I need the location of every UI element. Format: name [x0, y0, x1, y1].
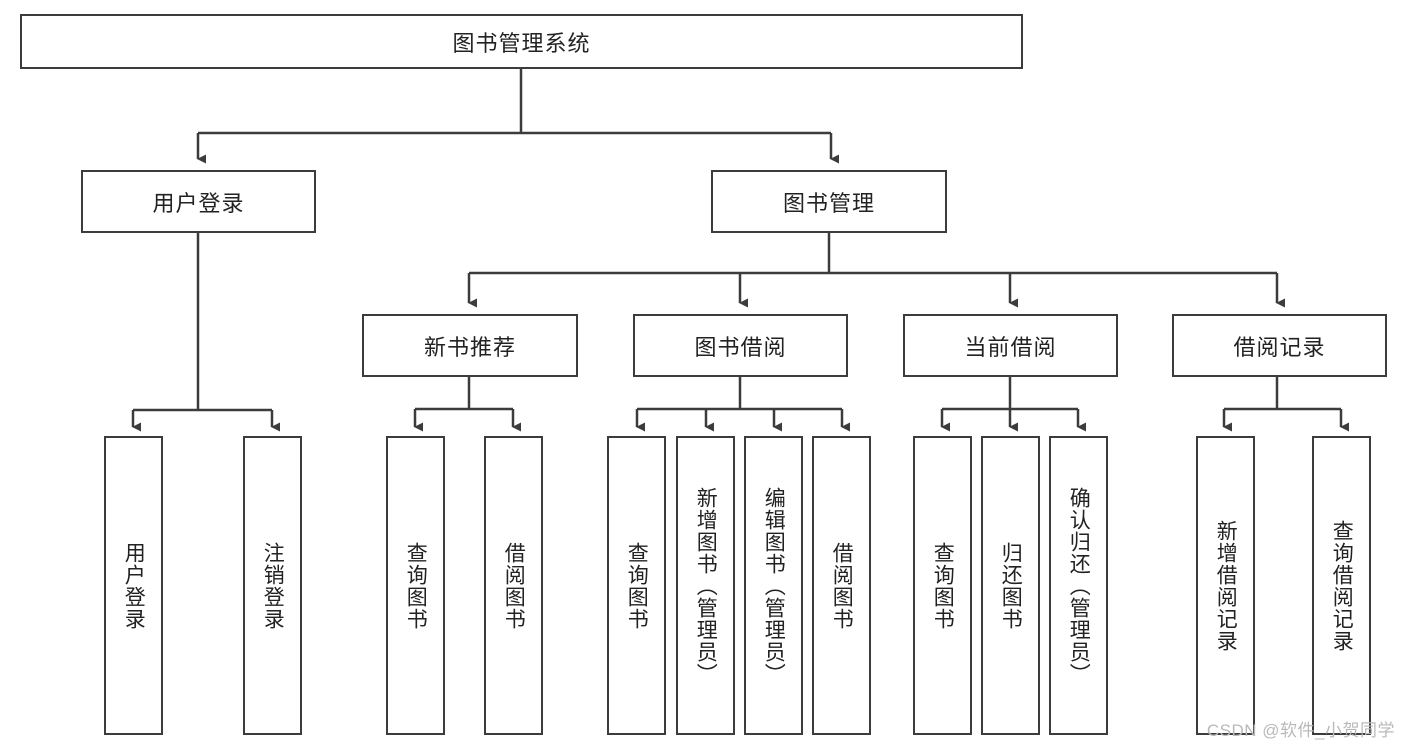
node-label: 新书推荐	[423, 334, 516, 360]
node-leaf-query-book-borrow[interactable]: 查询图书	[607, 436, 666, 735]
node-borrow-record[interactable]: 借阅记录	[1172, 314, 1387, 377]
node-label: 借阅记录	[1233, 334, 1326, 360]
node-label: 新增借阅记录	[1214, 519, 1238, 652]
node-label: 用户登录	[152, 190, 245, 216]
node-label: 借阅图书	[830, 541, 854, 630]
node-leaf-borrow-book[interactable]: 借阅图书	[812, 436, 871, 735]
node-leaf-logout[interactable]: 注销登录	[243, 436, 302, 735]
node-leaf-add-book-admin[interactable]: 新增图书（管理员）	[676, 436, 735, 735]
node-label: 用户登录	[122, 541, 146, 630]
node-label: 查询图书	[931, 541, 955, 630]
node-label: 注销登录	[261, 541, 285, 630]
node-leaf-confirm-return-admin[interactable]: 确认归还（管理员）	[1049, 436, 1108, 735]
node-root-book-management-system[interactable]: 图书管理系统	[20, 14, 1023, 69]
node-leaf-add-borrow-record[interactable]: 新增借阅记录	[1196, 436, 1255, 735]
node-new-book-recommend[interactable]: 新书推荐	[362, 314, 578, 377]
node-label: 查询借阅记录	[1330, 519, 1354, 652]
node-current-borrow[interactable]: 当前借阅	[903, 314, 1118, 377]
node-label: 图书借阅	[694, 334, 787, 360]
node-leaf-return-book[interactable]: 归还图书	[981, 436, 1040, 735]
node-book-management[interactable]: 图书管理	[711, 170, 947, 233]
node-label: 借阅图书	[502, 541, 526, 630]
node-label: 确认归还（管理员）	[1067, 486, 1091, 685]
node-label: 新增图书（管理员）	[694, 486, 718, 685]
node-leaf-query-borrow-record[interactable]: 查询借阅记录	[1312, 436, 1371, 735]
node-label: 当前借阅	[964, 334, 1057, 360]
node-label: 查询图书	[404, 541, 428, 630]
node-leaf-query-book-current[interactable]: 查询图书	[913, 436, 972, 735]
node-user-login[interactable]: 用户登录	[81, 170, 316, 233]
node-label: 归还图书	[999, 541, 1023, 630]
node-book-borrow[interactable]: 图书借阅	[633, 314, 848, 377]
node-leaf-edit-book-admin[interactable]: 编辑图书（管理员）	[744, 436, 803, 735]
node-leaf-query-book-recommend[interactable]: 查询图书	[386, 436, 445, 735]
csdn-watermark: CSDN @软件_小贺同学	[1206, 721, 1395, 740]
node-label: 图书管理系统	[452, 30, 591, 56]
node-label: 图书管理	[782, 190, 875, 216]
node-label: 查询图书	[625, 541, 649, 630]
node-label: 编辑图书（管理员）	[762, 486, 786, 685]
node-leaf-borrow-book-recommend[interactable]: 借阅图书	[484, 436, 543, 735]
node-leaf-user-login[interactable]: 用户登录	[104, 436, 163, 735]
